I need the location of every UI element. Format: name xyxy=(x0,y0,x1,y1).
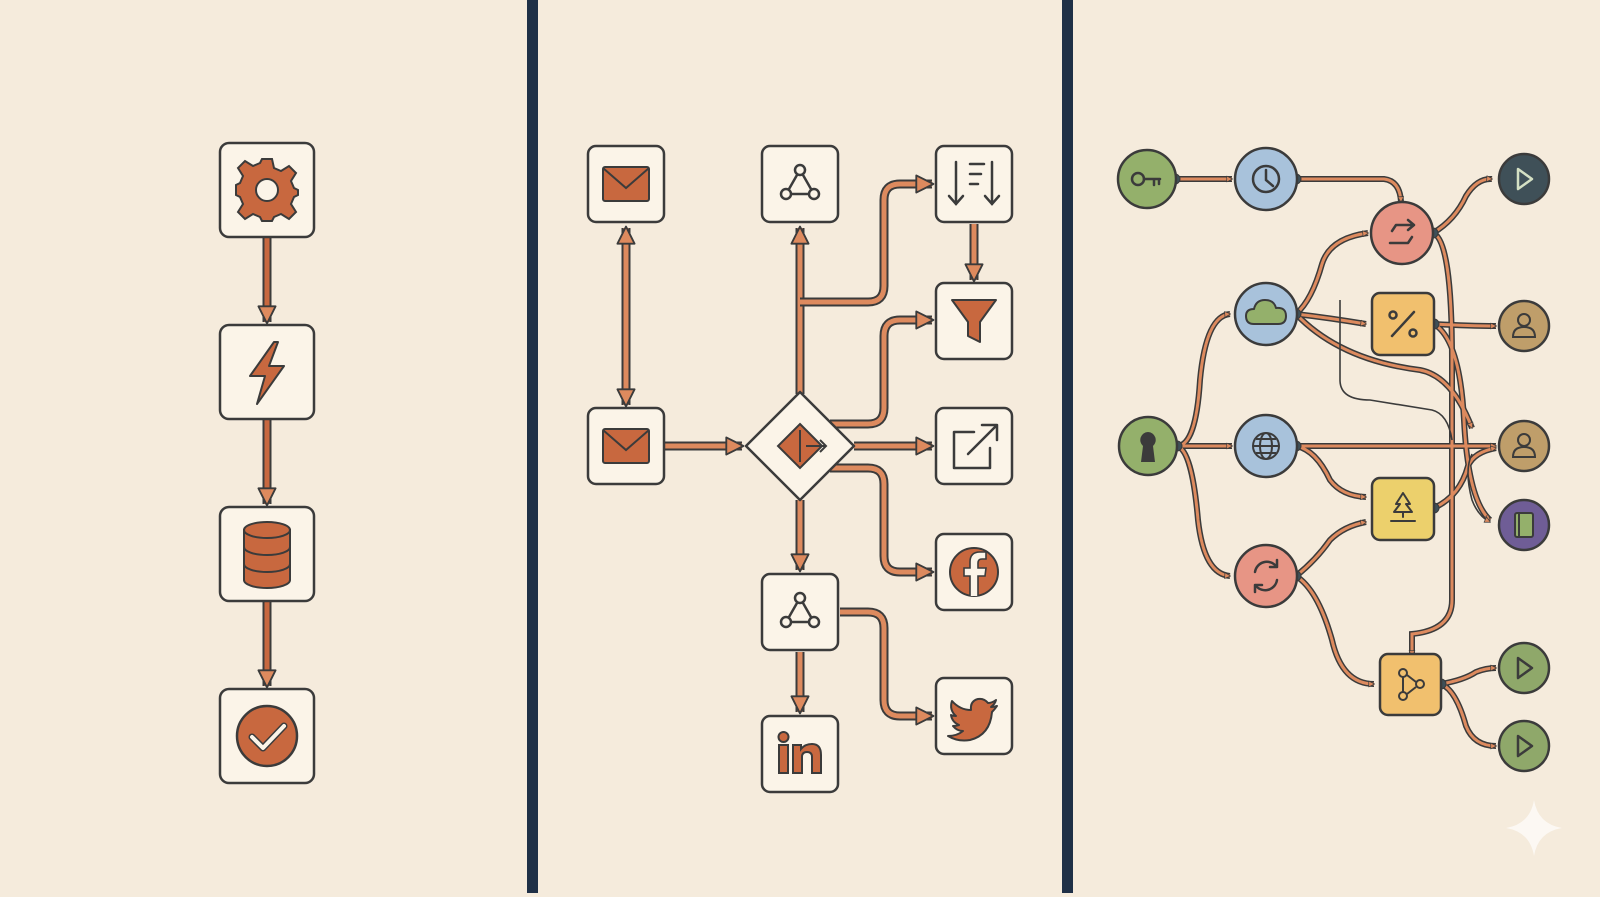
edge-router-sort xyxy=(800,174,935,305)
edge-keyhole-cloud xyxy=(1176,311,1231,448)
edges-network xyxy=(1169,173,1497,750)
filter-icon xyxy=(951,299,997,343)
share-icon xyxy=(1398,668,1425,701)
edge-router-facebook xyxy=(830,465,935,582)
node-webhook-top[interactable] xyxy=(760,144,840,224)
panel-divider-right xyxy=(1062,0,1073,893)
node-twitter[interactable] xyxy=(934,676,1014,756)
node-facebook[interactable] xyxy=(934,532,1014,612)
edge-share-play-mid xyxy=(1440,664,1497,686)
node-filter[interactable] xyxy=(934,281,1014,361)
edge-keyhole-sync xyxy=(1176,444,1231,579)
sparkle-icon xyxy=(1506,800,1562,856)
edge-cloud-user-b xyxy=(1294,312,1474,429)
panel-network-graph xyxy=(1116,146,1551,773)
check-circle-icon xyxy=(235,704,299,768)
edge-thin-cloud-user-b xyxy=(1339,300,1453,441)
edges-router xyxy=(616,174,984,726)
edge-router-filter xyxy=(830,310,935,427)
mail-icon xyxy=(602,166,650,202)
external-link-icon xyxy=(952,423,999,470)
mail-icon xyxy=(602,428,650,464)
node-sync[interactable] xyxy=(1233,543,1299,609)
user-icon xyxy=(1511,433,1537,458)
node-sort[interactable] xyxy=(934,144,1014,224)
edge-webhook-bottom-twitter xyxy=(840,609,935,726)
key-icon xyxy=(1130,171,1162,187)
twitter-icon xyxy=(947,697,998,742)
tree-icon xyxy=(1390,492,1416,522)
user-icon xyxy=(1511,313,1537,338)
globe-icon xyxy=(1252,432,1280,460)
node-database[interactable] xyxy=(218,505,316,603)
swap-icon xyxy=(1388,218,1416,245)
edge-swap-play-top xyxy=(1432,175,1493,235)
node-export[interactable] xyxy=(934,406,1014,486)
node-swap[interactable] xyxy=(1369,200,1435,266)
node-keyhole[interactable] xyxy=(1117,415,1179,477)
node-clock[interactable] xyxy=(1233,146,1299,212)
gear-icon xyxy=(235,158,299,222)
webhook-icon xyxy=(779,163,821,201)
edge-cloud-swap xyxy=(1294,230,1369,316)
node-book[interactable] xyxy=(1497,498,1551,552)
play-icon xyxy=(1516,734,1534,758)
edge-globe-tree xyxy=(1295,444,1367,501)
node-tree[interactable] xyxy=(1370,476,1436,542)
node-linkedin[interactable] xyxy=(760,714,840,794)
edge-percent-user-a xyxy=(1433,322,1497,330)
node-router[interactable] xyxy=(744,390,856,502)
webhook-icon xyxy=(779,591,821,629)
panel-branching-router xyxy=(586,144,1014,794)
node-cloud[interactable] xyxy=(1233,281,1299,347)
sync-icon xyxy=(1253,558,1279,594)
node-mail-top[interactable] xyxy=(586,144,666,224)
sort-icon xyxy=(947,160,1001,206)
node-play-top[interactable] xyxy=(1497,152,1551,206)
edge-thin-user-b-book xyxy=(1467,453,1491,523)
lightning-icon xyxy=(249,341,285,405)
database-icon xyxy=(243,521,291,589)
facebook-icon xyxy=(949,547,999,597)
node-done[interactable] xyxy=(218,687,316,785)
node-play-bottom[interactable] xyxy=(1497,719,1551,773)
node-user-b[interactable] xyxy=(1497,419,1551,473)
node-trigger[interactable] xyxy=(218,323,316,421)
node-settings[interactable] xyxy=(218,141,316,239)
edge-share-play-bottom xyxy=(1440,682,1497,750)
clock-icon xyxy=(1251,164,1281,194)
cloud-icon xyxy=(1245,299,1287,325)
node-percent[interactable] xyxy=(1370,291,1436,357)
linkedin-icon xyxy=(777,731,822,774)
keyhole-icon xyxy=(1140,432,1156,462)
percent-icon xyxy=(1388,310,1418,338)
edge-sync-share xyxy=(1295,574,1375,688)
node-key[interactable] xyxy=(1116,148,1178,210)
node-globe[interactable] xyxy=(1233,413,1299,479)
edge-swap-share xyxy=(1408,231,1454,657)
panel-linear-pipeline xyxy=(218,141,316,785)
node-mail-input[interactable] xyxy=(586,406,666,486)
play-icon xyxy=(1516,656,1534,680)
node-webhook-bottom[interactable] xyxy=(760,572,840,652)
play-icon xyxy=(1516,167,1534,191)
edge-percent-book xyxy=(1433,322,1492,522)
book-icon xyxy=(1514,512,1534,538)
router-diamond-icon xyxy=(776,422,828,470)
node-share[interactable] xyxy=(1378,652,1443,717)
node-user-a[interactable] xyxy=(1497,299,1551,353)
edge-clock-swap xyxy=(1296,177,1405,203)
node-play-mid[interactable] xyxy=(1497,641,1551,695)
edge-cloud-percent xyxy=(1295,312,1367,327)
panel-divider-left xyxy=(527,0,538,893)
edge-sync-tree xyxy=(1295,519,1367,578)
